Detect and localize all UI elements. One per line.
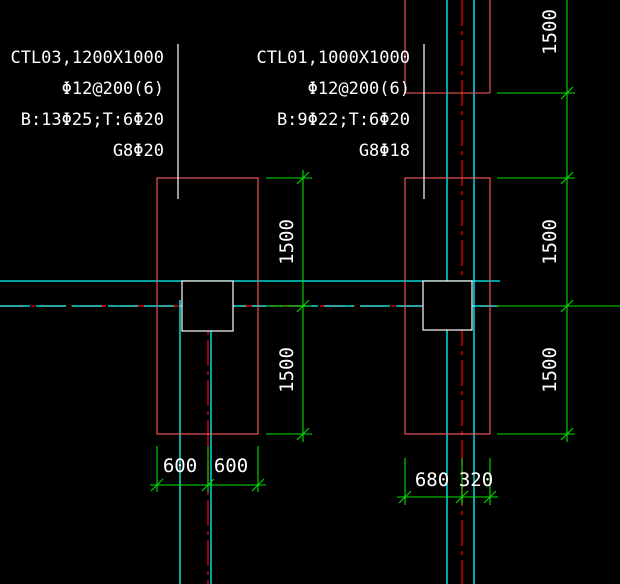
dim-tick — [455, 490, 469, 504]
dim-tick — [150, 478, 164, 492]
dim-tick — [201, 478, 215, 492]
dimension-texts: 1500 1500 1500 1500 1500 600 600 680 320 — [163, 9, 561, 491]
ctl03-stirrup: Φ12@200(6) — [62, 79, 164, 99]
annotation-ctl01: CTL01,1000X1000 Φ12@200(6) B:9Φ22;T:6Φ20… — [256, 48, 410, 161]
dimension-lines — [150, 0, 620, 505]
pile-cap-outlines — [156, 0, 491, 435]
walls — [0, 0, 500, 584]
dim-tick — [560, 299, 574, 313]
columns — [181, 280, 473, 332]
dim-text-right-bottom-a: 680 — [415, 469, 449, 491]
ctl01-rebar: B:9Φ22;T:6Φ20 — [277, 110, 410, 130]
dim-text-left-bottom-b: 600 — [214, 455, 248, 477]
leader-lines — [177, 44, 425, 199]
ctl03-side-bar: G8Φ20 — [113, 141, 164, 161]
column-left — [181, 280, 234, 332]
dim-tick — [560, 171, 574, 185]
ctl01-stirrup: Φ12@200(6) — [308, 79, 410, 99]
dim-tick — [296, 299, 310, 313]
dim-tick — [398, 490, 412, 504]
dim-tick — [296, 427, 310, 441]
dim-text-right-lower: 1500 — [539, 347, 561, 393]
ctl03-size: CTL03,1200X1000 — [10, 48, 164, 68]
dim-text-right-top: 1500 — [539, 9, 561, 55]
pile-cap-ctl03 — [156, 177, 259, 435]
ctl03-rebar: B:13Φ25;T:6Φ20 — [21, 110, 164, 130]
dim-text-left-upper: 1500 — [276, 219, 298, 265]
ctl01-size: CTL01,1000X1000 — [256, 48, 410, 68]
ctl01-side-bar: G8Φ18 — [359, 141, 410, 161]
dim-text-left-bottom-a: 600 — [163, 455, 197, 477]
annotation-ctl03: CTL03,1200X1000 Φ12@200(6) B:13Φ25;T:6Φ2… — [10, 48, 164, 161]
dim-text-right-bottom-b: 320 — [459, 469, 493, 491]
dim-tick — [251, 478, 265, 492]
dim-text-right-upper: 1500 — [539, 219, 561, 265]
dim-text-left-lower: 1500 — [276, 347, 298, 393]
dim-tick — [560, 427, 574, 441]
dim-tick — [483, 490, 497, 504]
column-right — [422, 280, 473, 331]
dim-tick — [560, 86, 574, 100]
dim-tick — [296, 171, 310, 185]
pile-cap-ctl01 — [404, 177, 491, 435]
